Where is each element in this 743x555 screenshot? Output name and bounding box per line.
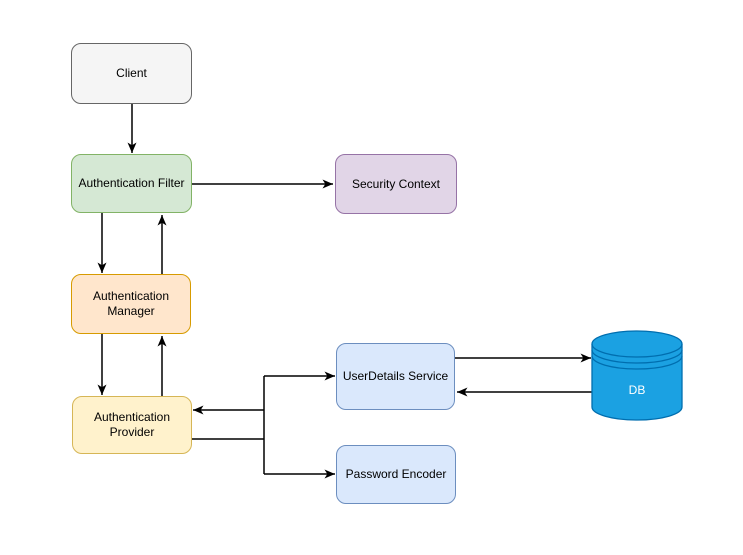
db-cylinder[interactable] [591, 330, 683, 421]
node-password-encoder-label: Password Encoder [345, 467, 447, 481]
db-cylinder-ring-1 [591, 343, 683, 358]
node-password-encoder[interactable]: Password Encoder [336, 445, 456, 504]
node-authentication-manager[interactable]: Authentication Manager [71, 274, 191, 334]
node-db-label: DB [628, 383, 646, 397]
node-userdetails-service-label: UserDetails Service [342, 369, 449, 383]
node-authentication-filter[interactable]: Authentication Filter [71, 154, 192, 213]
node-security-context[interactable]: Security Context [335, 154, 457, 214]
node-authentication-filter-label: Authentication Filter [78, 176, 185, 190]
node-authentication-provider-label: Authentication Provider [93, 410, 171, 439]
node-authentication-provider[interactable]: Authentication Provider [72, 396, 192, 454]
node-authentication-manager-label: Authentication Manager [92, 289, 170, 318]
db-cylinder-body [591, 330, 683, 421]
db-cylinder-ring-3 [591, 355, 683, 370]
node-userdetails-service[interactable]: UserDetails Service [336, 343, 455, 410]
db-cylinder-ring-2 [591, 349, 683, 364]
node-client-label: Client [116, 66, 147, 80]
node-security-context-label: Security Context [351, 176, 441, 191]
node-client[interactable]: Client [71, 43, 192, 104]
edge-group [97, 104, 592, 479]
